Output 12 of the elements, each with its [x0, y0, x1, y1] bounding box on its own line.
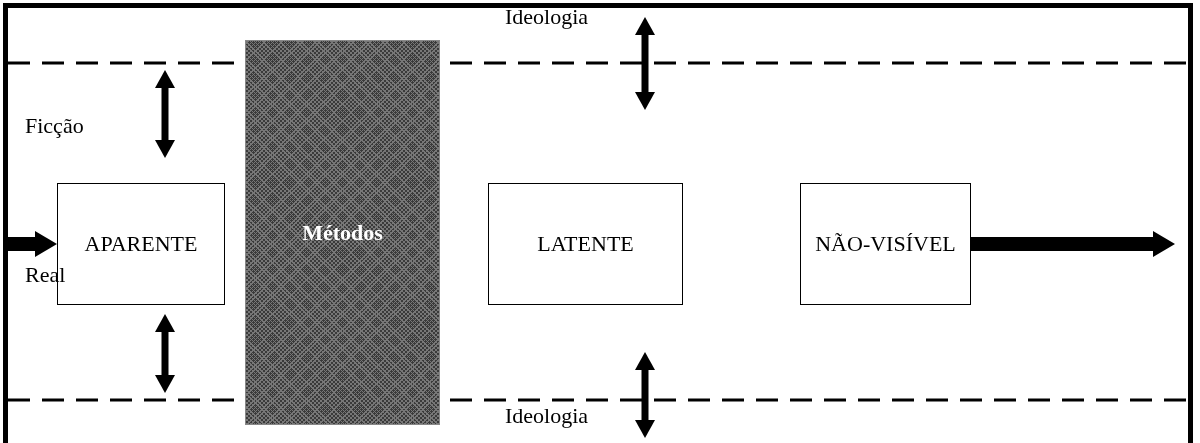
- arrow: [8, 231, 57, 257]
- box-label: Métodos: [302, 219, 383, 246]
- zone-label: Ideologia: [505, 403, 589, 429]
- shaded-band: [245, 40, 440, 425]
- process-box: [800, 183, 971, 305]
- zone-label: Ficção: [25, 113, 84, 139]
- box-label: LATENTE: [537, 231, 634, 257]
- process-box: [488, 183, 683, 305]
- arrow: [971, 231, 1175, 257]
- zone-label: Ideologia: [505, 4, 589, 30]
- box-label: APARENTE: [84, 231, 198, 257]
- box-label: NÃO-VISÍVEL: [815, 231, 956, 257]
